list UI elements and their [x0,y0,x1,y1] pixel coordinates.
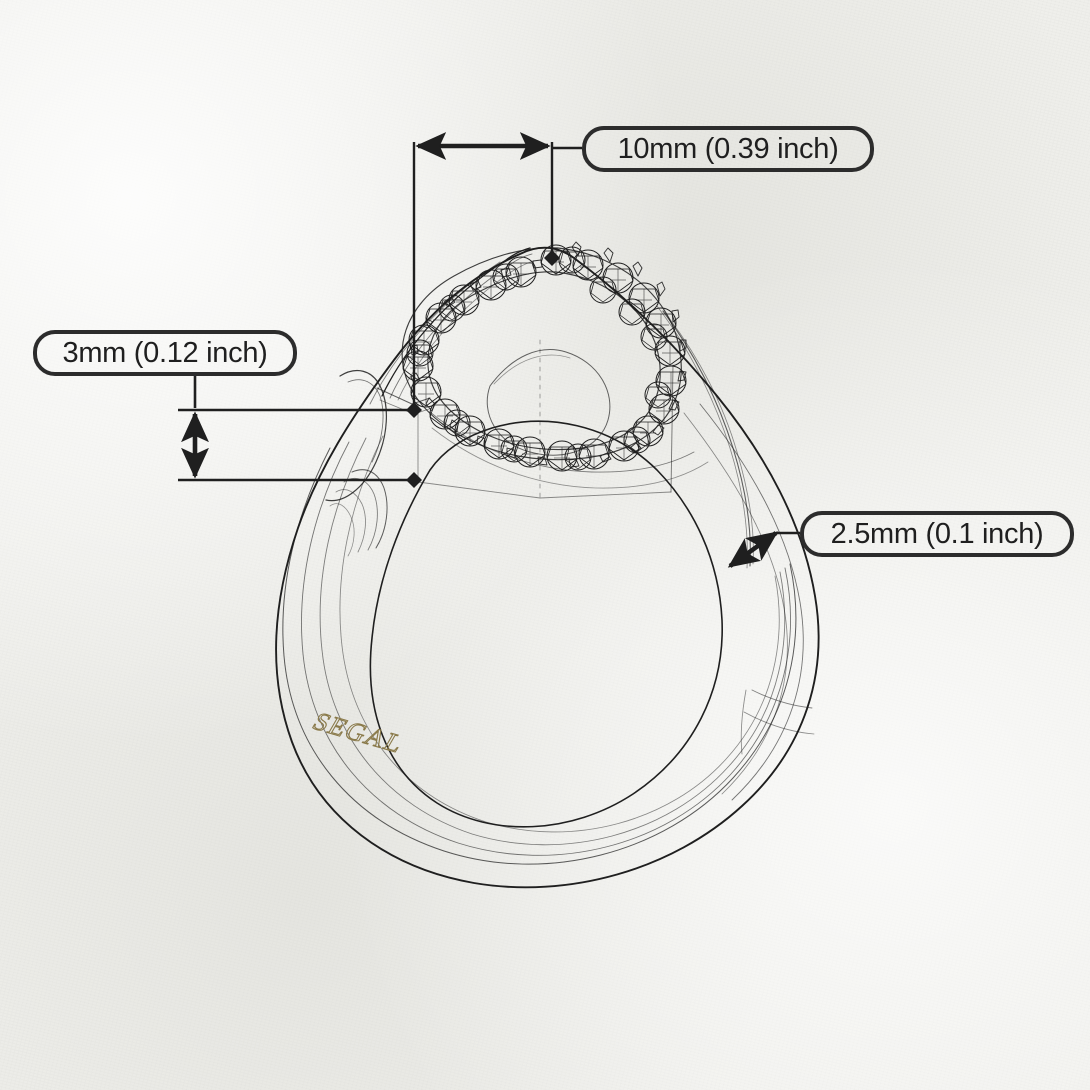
pave-stone [618,298,646,326]
pave-stone [623,426,651,454]
ring-inner-opening [369,420,723,828]
pave-stone [558,246,586,274]
halo-inner-rail [427,271,661,451]
under-gallery-rib-1 [351,469,388,549]
halo-outer-rail [401,247,682,461]
pave-stone [492,263,520,291]
height-anchor-marker-bottom [406,472,422,488]
center-table-facet [486,349,611,456]
dimension-label-height: 3mm (0.12 inch) [33,330,297,376]
band-seam-lower-right-2 [743,711,815,735]
pave-stone [602,262,634,294]
band-seam-lower-right [751,689,813,709]
band-contour-2 [301,441,791,856]
ring-body-outline [275,246,820,889]
dimension-height-3mm [178,376,422,488]
ring-outer-silhouette [275,246,820,889]
pave-stone [645,307,677,339]
bezel-drop-line [670,364,674,493]
band-outer-edge-right-2 [699,403,804,801]
bezel-wall-left-bevel-2 [397,260,535,401]
pave-stone [475,269,507,301]
bezel-under-shelf [417,403,672,499]
bezel-wall-right-bevel-1 [668,317,754,565]
height-anchor-marker-top [406,402,422,418]
halo-prongs [410,241,687,468]
pave-stone [589,276,617,304]
under-gallery-rib-3 [335,489,366,553]
pave-stone [608,430,640,462]
pave-stone [644,381,672,409]
band-engraving: SEGAL [307,706,411,759]
pave-stone [406,339,434,367]
halo-stones [402,244,687,472]
band-outer-edge-right [716,395,820,807]
pave-stone [648,393,680,425]
left-shoulder-scoop-inner [347,379,384,463]
pave-stone [632,415,664,447]
dimension-band-2.5mm [727,531,800,568]
pave-stone [578,438,610,470]
band-arrow-line [727,531,779,568]
dimension-label-width: 10mm (0.39 inch) [582,126,874,172]
pave-stone [500,435,528,463]
bezel-wall-left-bevel-3 [369,261,501,405]
pave-diamond-halo [401,241,687,472]
band-contour-4 [339,435,780,833]
dimension-width-10mm [412,132,582,412]
bezel-under-shelf-2 [429,411,695,473]
pave-stone [438,294,466,322]
pave-stone [505,256,537,288]
center-table-facet-edge [493,354,571,385]
pave-stone [514,436,546,468]
band-outer-edge-right-3 [683,412,788,795]
pave-stone [640,323,668,351]
left-shoulder-scoop [325,369,387,502]
bezel-under-shelf-3 [431,427,709,489]
dimension-label-band: 2.5mm (0.1 inch) [800,511,1074,557]
band-cross-section-edge [740,689,747,755]
bezel-wall-right [662,310,751,567]
bezel-wall-left-bevel-1 [389,253,533,399]
band-contour-1 [282,447,797,865]
pave-stone [443,409,471,437]
pave-stone [483,428,515,460]
under-gallery-rib-4 [329,503,355,557]
engraving-text: SEGAL [308,707,411,759]
band-contour-3 [319,437,786,846]
width-anchor-marker-top [544,250,560,266]
pave-stone [564,443,592,471]
under-gallery-rib-2 [343,478,378,551]
pave-stone [410,376,442,408]
